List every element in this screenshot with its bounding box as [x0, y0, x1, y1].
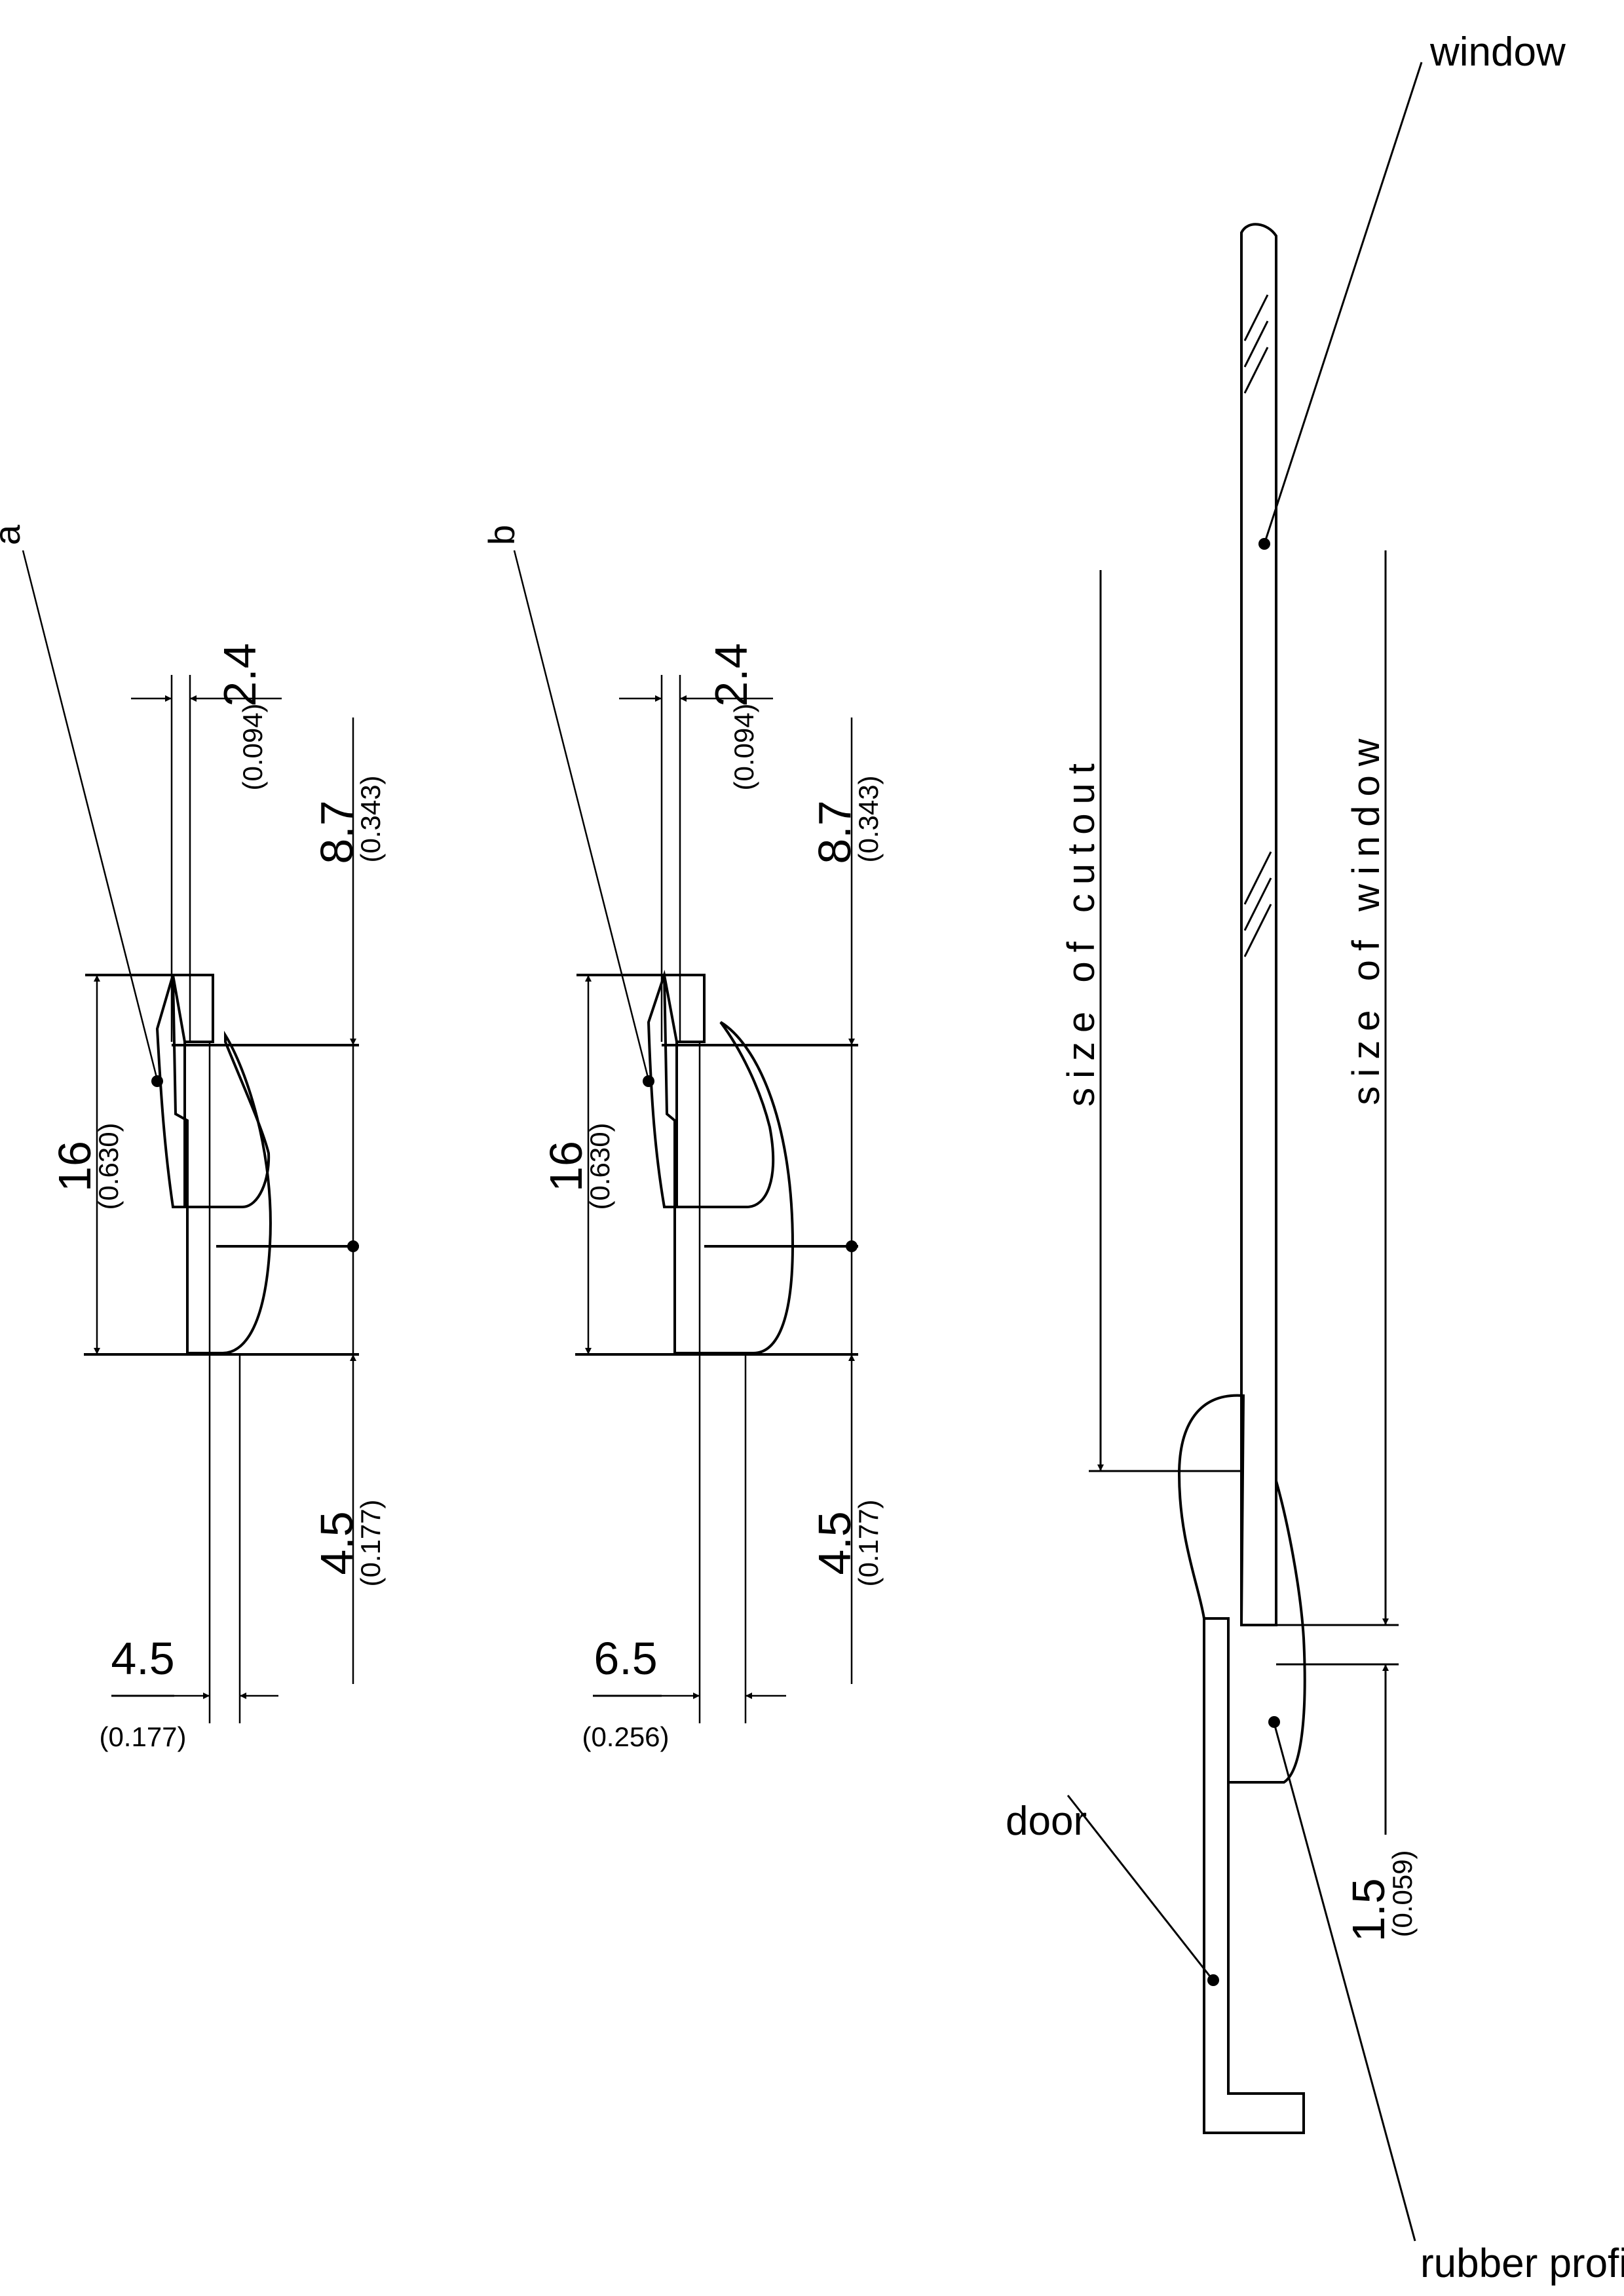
assembly-view: window size of cutout size of window doo… [1006, 29, 1624, 2286]
profile-b-outer-lip [647, 970, 678, 1208]
door-point [1207, 1974, 1219, 1986]
profile-a-body [171, 974, 272, 1354]
profile-b-lip-width-in: (0.094) [728, 703, 759, 790]
profile-b-height: 16 [540, 1141, 592, 1192]
profile-a-bottom-width-in: (0.177) [99, 1721, 186, 1752]
window-glass-marks [1243, 294, 1272, 957]
profile-b-body [662, 974, 795, 1354]
cutout-size-label: size of cutout [1060, 754, 1103, 1107]
window-size-label: size of window [1345, 729, 1388, 1105]
profile-a-label: a [0, 524, 28, 545]
door-label: door [1006, 1799, 1087, 1844]
profile-a-outer-lip [155, 974, 186, 1208]
profile-b-point [643, 1075, 654, 1087]
profile-b-bottom-width-in: (0.256) [582, 1721, 669, 1752]
profile-b: b 2.4 (0.094) 8.7 (0.343) 16 (0.630) 4.5… [481, 525, 884, 1752]
profile-a-groove-depth-in: (0.343) [355, 775, 386, 862]
profile-b-bottom-width: 6.5 [594, 1633, 657, 1684]
gap-dimension: 1.5 [1343, 1878, 1394, 1942]
profile-a-groove-depth: 8.7 [311, 800, 362, 864]
door-panel [1203, 1617, 1305, 2134]
profile-a-height: 16 [49, 1141, 100, 1192]
profile-b-height-in: (0.630) [584, 1122, 615, 1210]
profile-b-base: 4.5 [809, 1511, 860, 1575]
window-pane [1240, 223, 1277, 1625]
profile-b-dimension-lines [513, 550, 855, 1723]
profile-b-base-in: (0.177) [853, 1499, 884, 1586]
profile-a-height-in: (0.630) [93, 1122, 124, 1210]
profile-a: a 2.4 (0.094) 8.7 (0.343) 16 (0.630) 4.5… [0, 524, 386, 1752]
profile-b-groove-depth-in: (0.343) [853, 775, 884, 862]
rubber-profile-label: rubber profile [1420, 2241, 1624, 2286]
window-label: window [1429, 29, 1566, 75]
gap-dimension-in: (0.059) [1387, 1850, 1418, 1937]
profile-b-lip-width: 2.4 [706, 643, 757, 706]
profile-b-center-dot [846, 1240, 858, 1252]
assembly-dimension-lines [1067, 62, 1423, 2242]
window-point [1258, 538, 1270, 550]
profile-a-dimension-lines [22, 550, 356, 1723]
profile-a-bottom-width: 4.5 [111, 1633, 174, 1684]
profile-a-lip-width-in: (0.094) [237, 703, 268, 790]
profile-a-lip-width: 2.4 [214, 643, 265, 706]
rubber-point [1268, 1716, 1280, 1728]
profile-b-label: b [481, 525, 522, 545]
profile-a-center-dot [347, 1240, 359, 1252]
rubber-profile [1177, 1394, 1306, 1784]
profile-a-base: 4.5 [311, 1511, 362, 1575]
profile-a-lines [84, 974, 359, 1356]
profile-a-point [151, 1075, 163, 1087]
profile-a-base-in: (0.177) [355, 1499, 386, 1586]
profile-b-groove-depth: 8.7 [809, 800, 860, 864]
profile-b-lines [575, 974, 858, 1356]
